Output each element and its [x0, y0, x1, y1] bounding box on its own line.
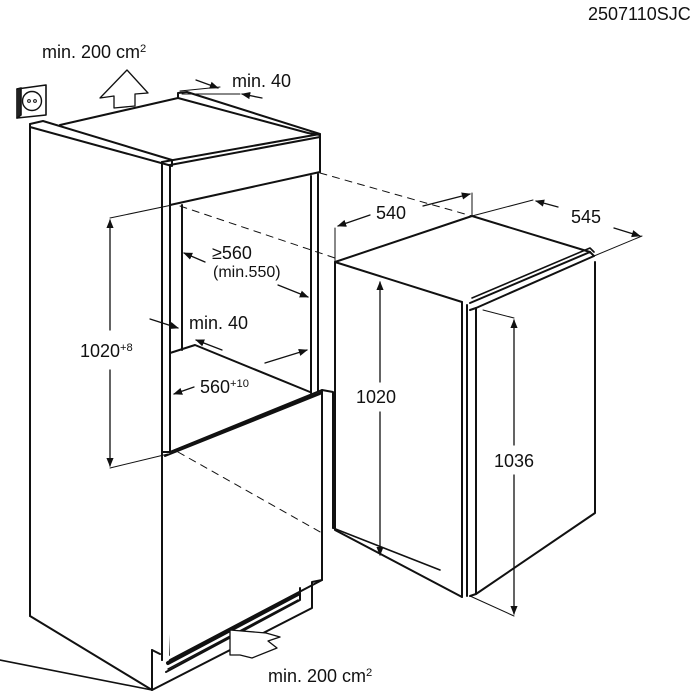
niche-height-label: 1020+8 — [80, 342, 133, 360]
top-ventilation-text: min. 200 cm — [42, 42, 141, 62]
airflow-up-arrow-icon — [99, 69, 149, 109]
top-ventilation-sup: 2 — [140, 42, 147, 55]
bottom-ventilation-label: min. 200 cm2 — [268, 667, 372, 685]
power-socket-icon — [16, 84, 47, 119]
airflow-in-arrow-icon — [229, 629, 281, 659]
drawing-code: 2507110SJC — [588, 4, 691, 24]
rear-gap-top-label: min. 40 — [232, 71, 292, 91]
niche-depth-min-label: (min.550) — [213, 264, 281, 281]
niche-width-label: 560+10 — [200, 378, 249, 396]
niche-height-text: 1020 — [80, 341, 121, 361]
niche-cabinet — [0, 91, 441, 691]
bottom-ventilation-text: min. 200 cm — [268, 666, 367, 686]
niche-height-sup: +8 — [120, 341, 133, 354]
dimension-lines — [106, 79, 643, 617]
bottom-ventilation-sup: 2 — [366, 666, 373, 679]
appliance-depth-label: 545 — [571, 207, 602, 227]
niche-width-text: 560 — [200, 377, 231, 397]
top-ventilation-label: min. 200 cm2 — [42, 43, 146, 61]
appliance-body-height-label: 1020 — [356, 387, 397, 407]
appliance-width-label: 540 — [376, 203, 407, 223]
niche-depth-label: ≥560 — [212, 243, 252, 263]
niche-width-sup: +10 — [230, 377, 249, 390]
rear-gap-side-label: min. 40 — [189, 313, 249, 333]
appliance-body — [334, 215, 596, 598]
appliance-door-height-label: 1036 — [494, 451, 535, 471]
alignment-lines — [177, 172, 473, 534]
